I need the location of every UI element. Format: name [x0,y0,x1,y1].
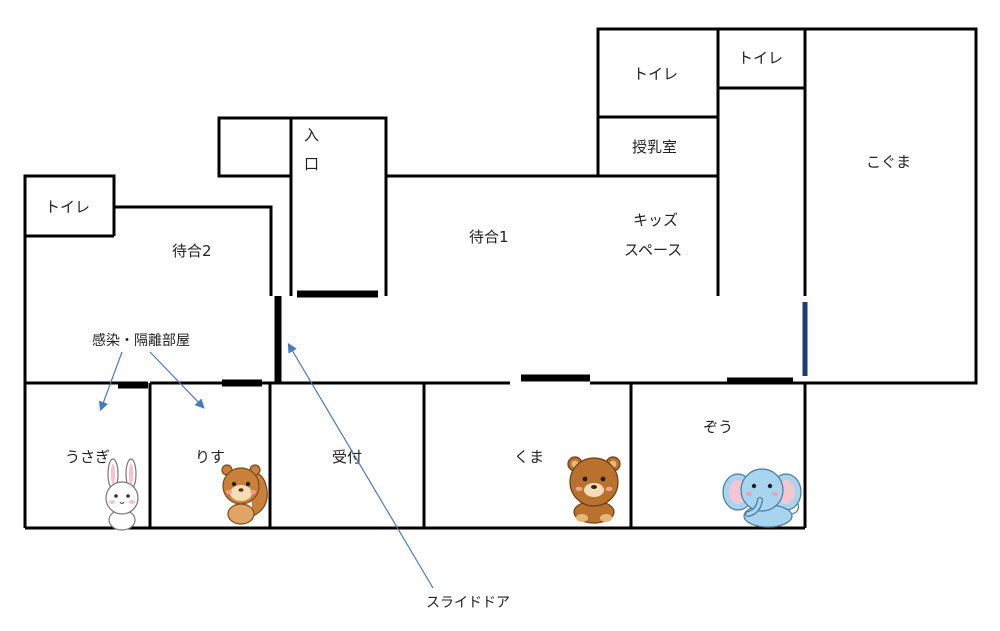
label-nursing: 授乳室 [632,138,677,156]
label-toilet-left: トイレ [45,198,90,216]
rabbit-icon [105,458,139,531]
label-toilet-right: トイレ [738,49,783,67]
note-isolation: 感染・隔離部屋 [92,332,190,349]
label-waiting1: 待合1 [469,228,509,246]
room-labels: トイレ 待合2 入 口 待合1 トイレ トイレ 授乳室 キッズ スペース こぐま… [45,49,911,466]
label-reception: 受付 [332,448,362,466]
label-kids-1: キッズ [633,211,678,229]
label-waiting2: 待合2 [172,242,212,260]
walls [23,27,978,530]
note-slide-door: スライドドア [426,595,510,611]
label-kids-2: スペース [624,241,682,259]
bear-icon [567,456,621,524]
label-kuma: くま [514,448,544,466]
elephant-icon [722,468,802,528]
label-entrance-1: 入 [304,126,319,144]
label-koguma: こぐま [866,153,911,171]
label-entrance-2: 口 [304,155,319,173]
doors [118,290,808,389]
annotations: 感染・隔離部屋 スライドドア [92,332,510,611]
arrow-to-usagi [98,351,123,412]
label-zou: ぞう [703,418,733,436]
arrow-to-risu [149,351,205,409]
arrow-to-slide-door [287,342,434,589]
squirrel-icon [221,464,268,525]
label-toilet-mid: トイレ [633,65,678,83]
label-usagi: うさぎ [65,448,110,466]
label-risu: りす [195,448,225,466]
